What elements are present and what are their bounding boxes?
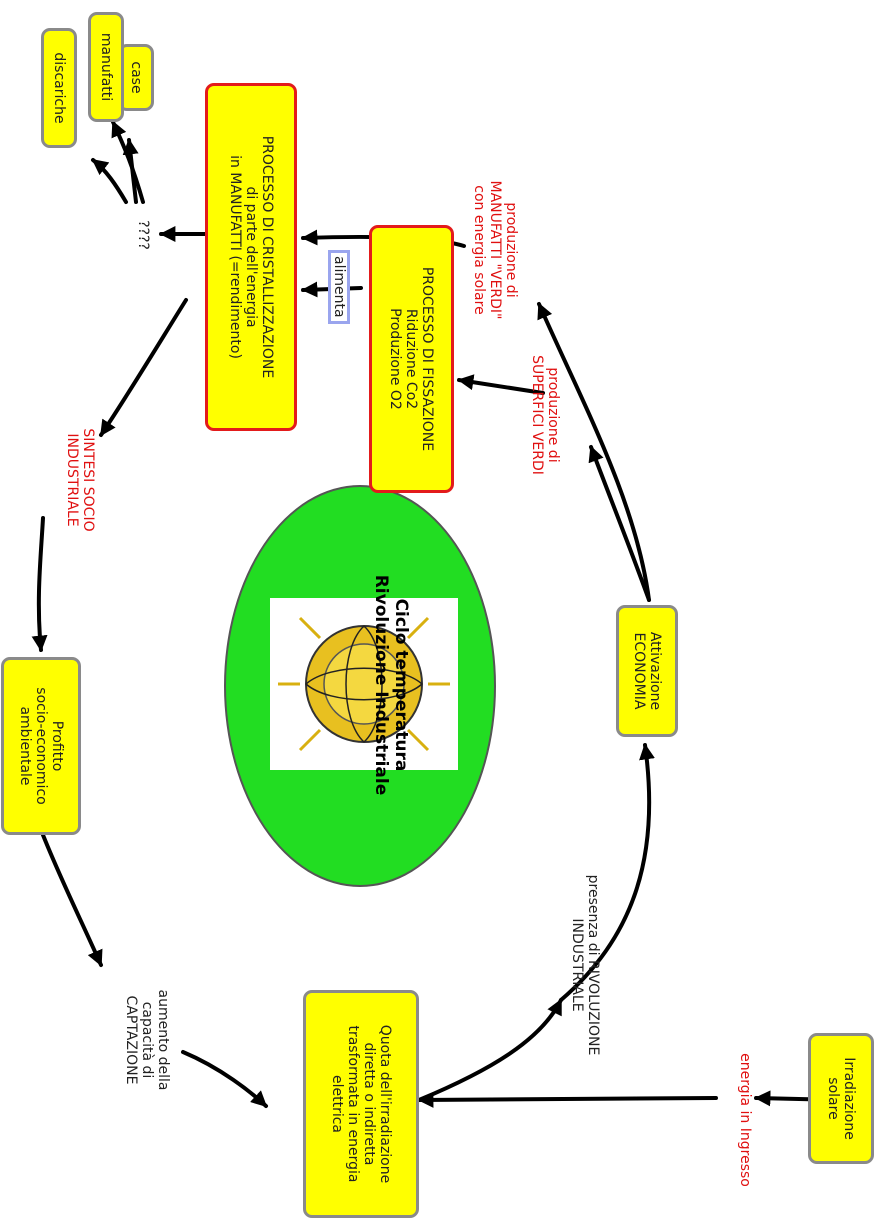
node-processo-cristallizzazione-line-3: in MANUFATTI (=rendimento) [227,155,243,359]
label-aumento-captazione-line-1: aumento della [155,989,171,1091]
node-processo-cristallizzazione[interactable]: PROCESSO DI CRISTALLIZZAZIONE di parte d… [205,83,297,431]
label-aumento-captazione: aumento della capacità di CAPTAZIONE [123,960,171,1120]
node-manufatti-label: manufatti [98,32,114,102]
label-sintesi-socio-line-1: SINTESI SOCIO [80,428,96,532]
node-quota-irradiazione[interactable]: Quota dell'irradiazione diretta o indire… [303,990,419,1218]
label-produzione-manufatti-line-2: MANUFATTI "VERDI" [487,180,503,320]
node-processo-cristallizzazione-line-1: PROCESSO DI CRISTALLIZZAZIONE [259,135,275,379]
tag-alimenta[interactable]: alimenta [328,250,350,324]
label-sintesi-socio: SINTESI SOCIO INDUSTRIALE [64,400,96,560]
label-question-line-1: ???? [135,220,151,250]
node-discariche[interactable]: discariche [41,28,77,148]
label-presenza-rivoluzione: presenza di RIVOLUZIONE INDUSTRIALE [569,830,601,1100]
node-quota-irradiazione-line-2: diretta o indiretta [361,1042,377,1166]
arrow-presenza-to-attivazione [559,743,655,1002]
node-quota-irradiazione-line-1: Quota dell'irradiazione [377,1024,393,1184]
label-produzione-manufatti-line-3: con energia solare [471,185,487,315]
arrow-question-to-manufatti [122,138,139,204]
node-attivazione-economia-line-1: Attivazione [647,631,663,711]
node-discariche-label: discariche [51,52,67,124]
node-manufatti[interactable]: manufatti [88,12,124,122]
tag-alimenta-label: alimenta [331,256,347,318]
node-profitto-line-3: ambientale [17,706,33,786]
node-quota-irradiazione-line-4: elettrica [329,1074,345,1134]
node-profitto[interactable]: Profitto socio-economico ambientale [1,657,81,835]
center-title-line-1: Ciclo temperatura [391,598,411,772]
label-produzione-manufatti-line-1: produzione di [503,202,519,298]
label-produzione-superfici: produzione di SUPERFICI VERDI [529,325,561,505]
node-attivazione-economia-line-2: ECONOMIA [631,632,647,710]
arrow-attivazione-to-superfici [588,445,651,602]
label-produzione-manufatti: produzione di MANUFATTI "VERDI" con ener… [471,150,519,350]
node-processo-fissazione-line-2: Riduzione Co2 [403,308,420,410]
arrow-attivazione-to-manufatti-verdi [537,302,651,602]
node-quota-irradiazione-line-3: trasformata in energia [345,1025,361,1183]
center-title-line-2: Rivoluzione Industriale [371,574,391,796]
arrow-sintesi-to-profitto [31,516,48,652]
label-question: ???? [135,205,151,265]
arrow-energia-to-quota [417,1091,718,1108]
arrow-cristallizzazione-to-sintesi [99,298,188,437]
node-processo-fissazione-line-3: Produzione O2 [387,308,404,410]
node-case-label: case [128,61,144,94]
node-irradiazione-solare-line-1: Irradiazione [841,1057,857,1140]
node-processo-fissazione[interactable]: PROCESSO DI FISSAZIONE Riduzione Co2 Pro… [369,225,454,493]
label-aumento-captazione-line-2: capacità di [139,1001,155,1079]
sun-globe-icon [278,616,450,752]
label-energia-ingresso: energia in Ingresso [737,1030,753,1210]
label-produzione-superfici-line-1: produzione di [545,367,561,463]
label-aumento-captazione-line-3: CAPTAZIONE [123,995,139,1085]
node-profitto-line-2: socio-economico [33,687,49,805]
label-sintesi-socio-line-2: INDUSTRIALE [64,433,80,527]
label-energia-ingresso-line-1: energia in Ingresso [737,1053,753,1187]
label-presenza-rivoluzione-line-2: INDUSTRIALE [569,918,585,1012]
arrow-profitto-to-aumento [41,833,103,967]
node-processo-fissazione-line-1: PROCESSO DI FISSAZIONE [419,266,436,452]
node-irradiazione-solare-line-2: solare [825,1077,841,1120]
arrow-question-to-discariche [91,158,128,204]
node-attivazione-economia[interactable]: Attivazione ECONOMIA [616,605,678,737]
node-processo-cristallizzazione-line-2: di parte dell'energia [243,186,259,328]
node-profitto-line-1: Profitto [49,720,65,772]
node-irradiazione-solare[interactable]: Irradiazione solare [808,1033,874,1164]
arrow-aumento-to-quota [181,1050,268,1108]
globe-image [270,598,458,770]
label-presenza-rivoluzione-line-1: presenza di RIVOLUZIONE [585,874,601,1056]
label-produzione-superfici-line-2: SUPERFICI VERDI [529,355,545,475]
center-title: Ciclo temperatura Rivoluzione Industrial… [371,560,411,810]
arrow-superfici-to-fissazione [457,374,545,395]
arrow-quota-to-presenza [417,998,563,1102]
